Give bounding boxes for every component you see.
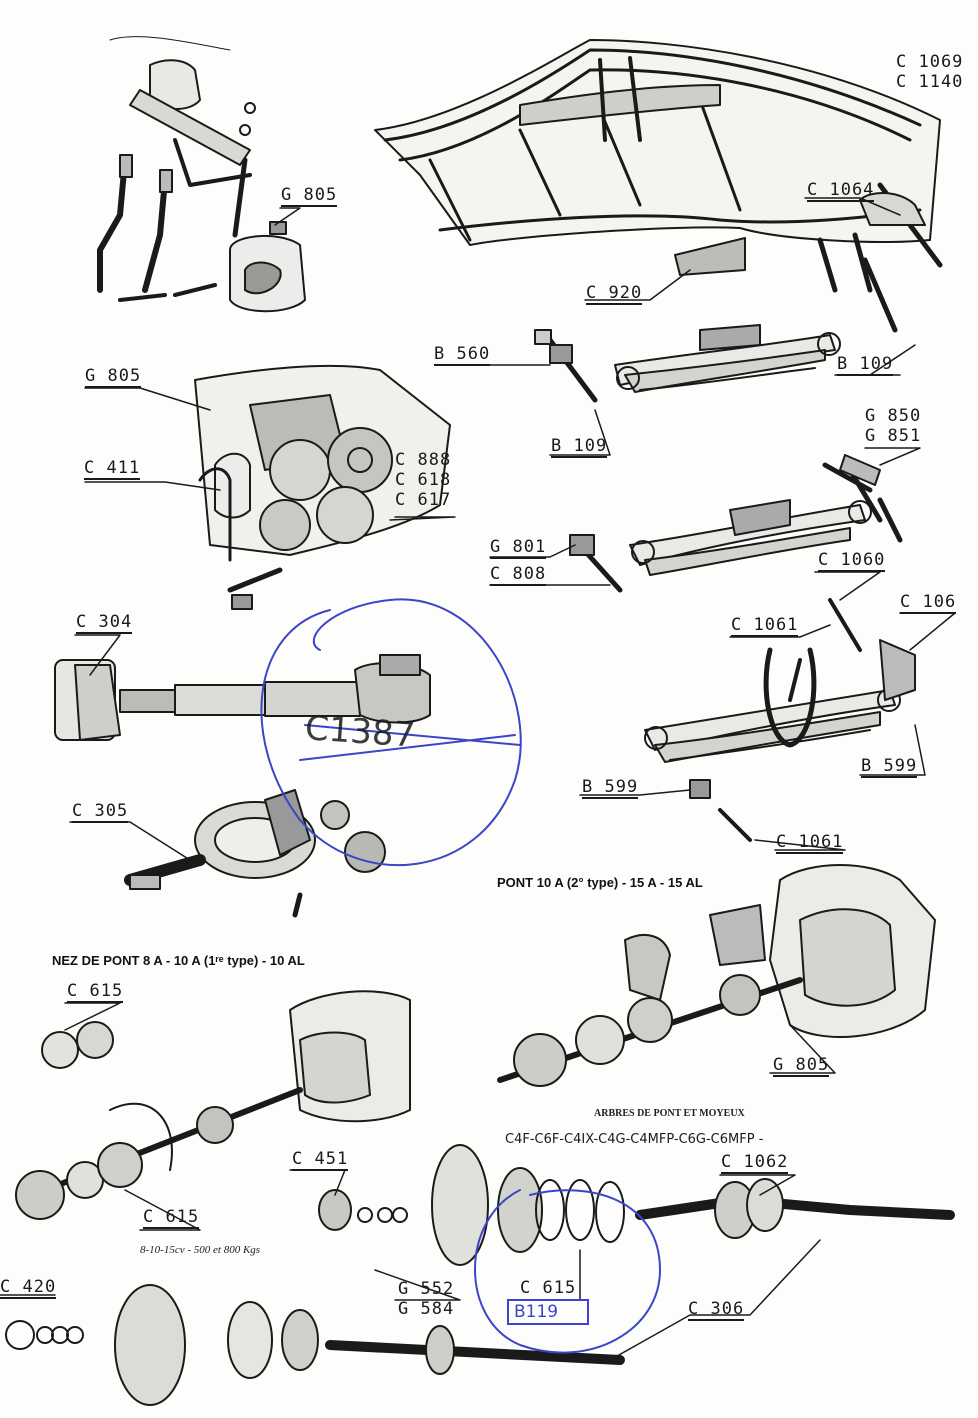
label-g805-top: G 805 [281, 185, 338, 207]
label-b109-mid: B 109 [551, 436, 608, 458]
axle-shaft-codes: C4F-C6F-C4IX-C4G-C4MFP-C6G-C6MFP - [505, 1132, 764, 1147]
label-c1069-c1140: C 1069 C 1140 [896, 52, 964, 92]
crown-wheel-and-pinion [124, 789, 386, 918]
label-c411: C 411 [84, 458, 141, 480]
shock-linkage-assembly [97, 36, 306, 313]
capacity-note: 8-10-15cv - 500 et 800 Kgs [140, 1244, 261, 1256]
leaf-spring-middle [569, 454, 903, 593]
label-c808: C 808 [490, 564, 547, 586]
pen-circle-lower [474, 1189, 662, 1354]
pen-annotations [260, 598, 662, 1354]
label-c420: C 420 [0, 1277, 57, 1299]
pen-strike-line [299, 724, 521, 761]
label-b560: B 560 [434, 344, 491, 366]
caption-pont-10a: PONT 10 A (2° type) - 15 A - 15 AL [497, 875, 703, 890]
struck-out-code: C1387 [303, 708, 417, 756]
label-g805-left: G 805 [85, 366, 142, 388]
label-g801: G 801 [490, 537, 547, 559]
rear-axle-housing-type-2 [497, 864, 936, 1087]
chassis-frame-assembly [374, 39, 943, 333]
label-c1060: C 1060 [818, 550, 886, 572]
label-g805-bottom: G 805 [773, 1055, 830, 1077]
label-c615-mid: C 615 [520, 1278, 577, 1298]
leaf-spring-lower [644, 598, 916, 842]
pen-box [507, 1299, 589, 1325]
label-b599-right: B 599 [861, 756, 918, 778]
label-b599-left: B 599 [582, 777, 639, 799]
label-c615-top: C 615 [67, 981, 124, 1003]
label-c1061-top: C 1061 [731, 615, 799, 637]
torque-tube [54, 654, 431, 741]
axle-nose-housing-type-1 [15, 990, 411, 1220]
label-g552-g584: G 552 G 584 [398, 1279, 455, 1319]
caption-arbres-de-pont: ARBRES DE PONT ET MOYEUX [594, 1108, 745, 1119]
label-c304: C 304 [76, 612, 133, 634]
label-c305: C 305 [72, 801, 129, 823]
caption-nez-de-pont: NEZ DE PONT 8 A - 10 A (1ʳᵉ type) - 10 A… [52, 953, 305, 968]
label-c1061-bottom: C 1061 [776, 832, 844, 854]
differential-chain-assembly [194, 364, 451, 610]
label-c888-c618-c617: C 888 C 618 C 617 [395, 450, 452, 510]
half-shafts-and-hubs [5, 1144, 955, 1406]
label-g850-g851: G 850 G 851 [865, 406, 922, 446]
pen-circle-upper [260, 598, 522, 867]
label-c106: C 106 [900, 592, 957, 614]
leaf-spring-upper [534, 324, 841, 403]
handwritten-note: B119 [514, 1302, 559, 1322]
label-c451: C 451 [292, 1149, 349, 1171]
label-c615-left: C 615 [143, 1207, 200, 1229]
label-c306: C 306 [688, 1299, 745, 1321]
label-c1062: C 1062 [721, 1152, 789, 1174]
label-c1064: C 1064 [807, 180, 875, 202]
label-b109-right: B 109 [837, 354, 894, 376]
label-c920: C 920 [586, 283, 643, 305]
